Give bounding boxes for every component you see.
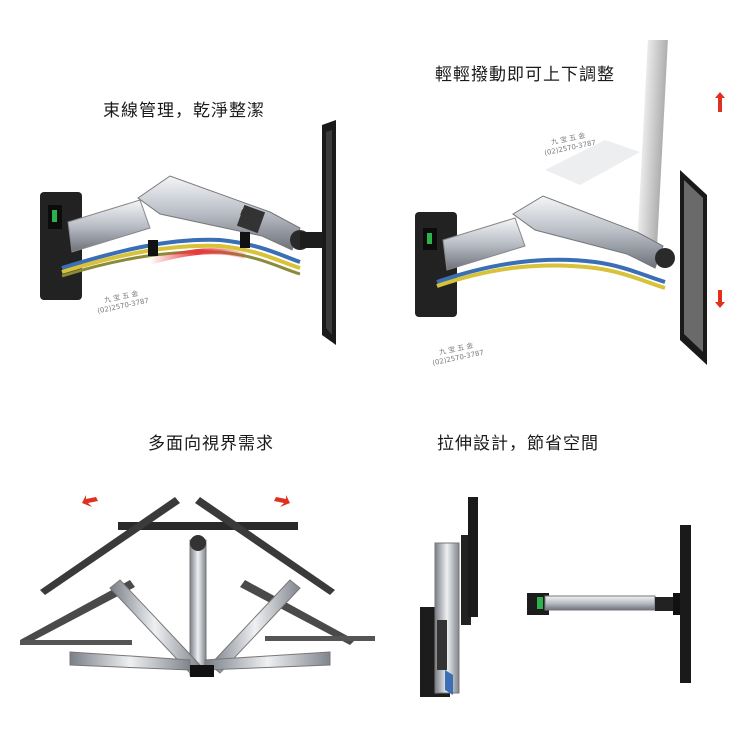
multi-view-illustration [20, 495, 375, 677]
arrow-up-icon [715, 92, 725, 112]
lower-arm [67, 199, 151, 253]
caption-tilt-adjust: 輕輕撥動即可上下調整 [435, 65, 615, 85]
tilt-adjust-illustration [415, 40, 725, 365]
cable-management-illustration [40, 120, 336, 345]
arrow-down-left-icon [82, 495, 98, 507]
caption-extend-retract: 拉伸設計，節省空間 [437, 434, 599, 454]
panel-tilt-adjust: 輕輕撥動即可上下調整 九 宝 五 金 (02)2570-3787 [375, 0, 750, 375]
monitor [118, 522, 298, 530]
caption-cable-management: 束線管理，乾淨整潔 [103, 101, 265, 121]
panel-extend-retract: 拉伸設計，節省空間 [375, 375, 750, 750]
panel-multi-view: 多面向視界需求 [0, 375, 375, 750]
caption-multi-view: 多面向視界需求 [148, 434, 274, 454]
monitor [468, 497, 478, 617]
monitor [680, 525, 691, 683]
panel-cable-management: 束線管理，乾淨整潔 九 宝 五 金 [0, 0, 375, 375]
extend-retract-illustration [420, 497, 691, 697]
arrow-down-right-icon [274, 495, 290, 507]
arrow-down-icon [715, 290, 725, 308]
